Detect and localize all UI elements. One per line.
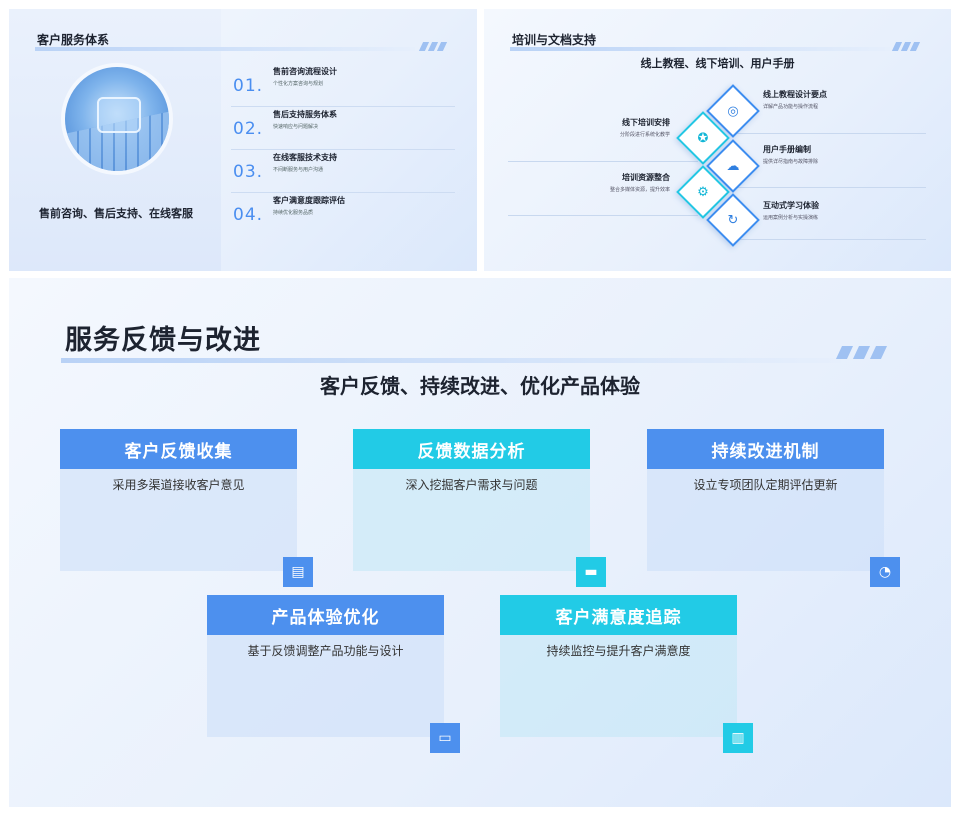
item-heading: 售前咨询流程设计	[273, 67, 337, 76]
item-desc: 持续优化服务品质	[273, 210, 314, 216]
keyboard-photo	[65, 67, 169, 171]
item-heading: 培训资源整合	[622, 173, 670, 182]
title-underline	[61, 358, 841, 363]
card-desc: 深入挖掘客户需求与问题	[405, 478, 538, 492]
item-heading: 用户手册编制	[763, 145, 811, 154]
slide-subtitle: 线上教程、线下培训、用户手册	[640, 57, 795, 70]
item-number: 04.	[233, 205, 264, 225]
item-heading: 客户满意度跟踪评估	[273, 196, 345, 205]
card-heading: 客户反馈收集	[60, 429, 297, 469]
list-item: 02. 售后支持服务体系 快速响应与问题解决	[231, 109, 455, 150]
slide-subtitle: 客户反馈、持续改进、优化产品体验	[320, 374, 640, 398]
slide-subtitle: 售前咨询、售后支持、在线客服	[39, 207, 193, 220]
item-desc: 运用案例分析与实操演练	[763, 215, 819, 221]
card-heading: 客户满意度追踪	[500, 595, 737, 635]
card-desc: 设立专项团队定期评估更新	[693, 478, 838, 492]
card-desc: 采用多渠道接收客户意见	[112, 478, 245, 492]
title-underline	[35, 47, 415, 51]
item-desc: 分阶段进行系统化教学	[619, 132, 670, 138]
item-desc: 整合多媒体资源，提升效率	[609, 187, 670, 193]
card-desc: 基于反馈调整产品功能与设计	[247, 644, 404, 658]
item-number: 02.	[233, 119, 264, 139]
item-desc: 不间断服务与用户沟通	[273, 167, 324, 173]
divider	[508, 161, 698, 162]
folder-icon: ▬	[576, 557, 606, 587]
item-heading: 互动式学习体验	[763, 201, 819, 210]
list-item: 03. 在线客服技术支持 不间断服务与用户沟通	[231, 152, 455, 193]
title-underline	[510, 47, 890, 51]
presentation-icon: ▭	[430, 723, 460, 753]
gear-chart-icon: ◎	[727, 103, 739, 119]
slide-feedback-improvement: 服务反馈与改进 客户反馈、持续改进、优化产品体验 客户反馈收集 采用多渠道接收客…	[9, 278, 951, 807]
stripe-decoration	[891, 42, 921, 51]
feedback-card: 产品体验优化 基于反馈调整产品功能与设计 ▭	[207, 595, 460, 753]
item-desc: 个性化方案咨询与规划	[273, 81, 324, 87]
feedback-card: 客户反馈收集 采用多渠道接收客户意见 ▤	[60, 429, 313, 587]
divider	[730, 133, 926, 134]
item-heading: 线下培训安排	[622, 118, 670, 127]
item-number: 01.	[233, 76, 264, 96]
item-number: 03.	[233, 162, 264, 182]
item-desc: 详解产品功能与操作流程	[763, 104, 819, 110]
award-icon: ✪	[697, 130, 709, 146]
item-heading: 售后支持服务体系	[273, 110, 337, 119]
cloud-server-icon: ☁	[726, 158, 740, 174]
pie-chart-icon: ◔	[870, 557, 900, 587]
list-item: 04. 客户满意度跟踪评估 持续优化服务品质	[231, 195, 455, 235]
slide-customer-service: 客户服务体系 售前咨询、售后支持、在线客服 01. 售前咨询流程设计 个性化方案…	[9, 9, 477, 271]
user-refresh-icon: ↻	[727, 212, 739, 228]
divider	[730, 239, 926, 240]
list-item: 01. 售前咨询流程设计 个性化方案咨询与规划	[231, 66, 455, 107]
item-heading: 线上教程设计要点	[763, 90, 827, 99]
feedback-card: 客户满意度追踪 持续监控与提升客户满意度 ▥	[500, 595, 753, 753]
slide-title: 客户服务体系	[37, 33, 110, 47]
card-desc: 持续监控与提升客户满意度	[546, 644, 691, 658]
file-icon: ▥	[723, 723, 753, 753]
card-heading: 产品体验优化	[207, 595, 444, 635]
feedback-card: 持续改进机制 设立专项团队定期评估更新 ◔	[647, 429, 900, 587]
divider	[508, 215, 698, 216]
divider	[730, 187, 926, 188]
slide-training-docs: 培训与文档支持 线上教程、线下培训、用户手册 ◎ ✪ ☁ ⚙ ↻ 线上教程设计要…	[484, 9, 951, 271]
stripe-decoration	[418, 42, 448, 51]
slide-title: 培训与文档支持	[512, 33, 597, 47]
document-icon: ▤	[283, 557, 313, 587]
item-heading: 在线客服技术支持	[273, 153, 337, 162]
feedback-card: 反馈数据分析 深入挖掘客户需求与问题 ▬	[353, 429, 606, 587]
card-heading: 持续改进机制	[647, 429, 884, 469]
stripe-decoration	[835, 346, 888, 359]
slide-title: 服务反馈与改进	[65, 325, 261, 356]
settings-icon: ⚙	[697, 184, 709, 200]
item-desc: 快速响应与问题解决	[273, 124, 319, 130]
item-desc: 提供详尽指南与故障排除	[763, 159, 819, 165]
card-heading: 反馈数据分析	[353, 429, 590, 469]
